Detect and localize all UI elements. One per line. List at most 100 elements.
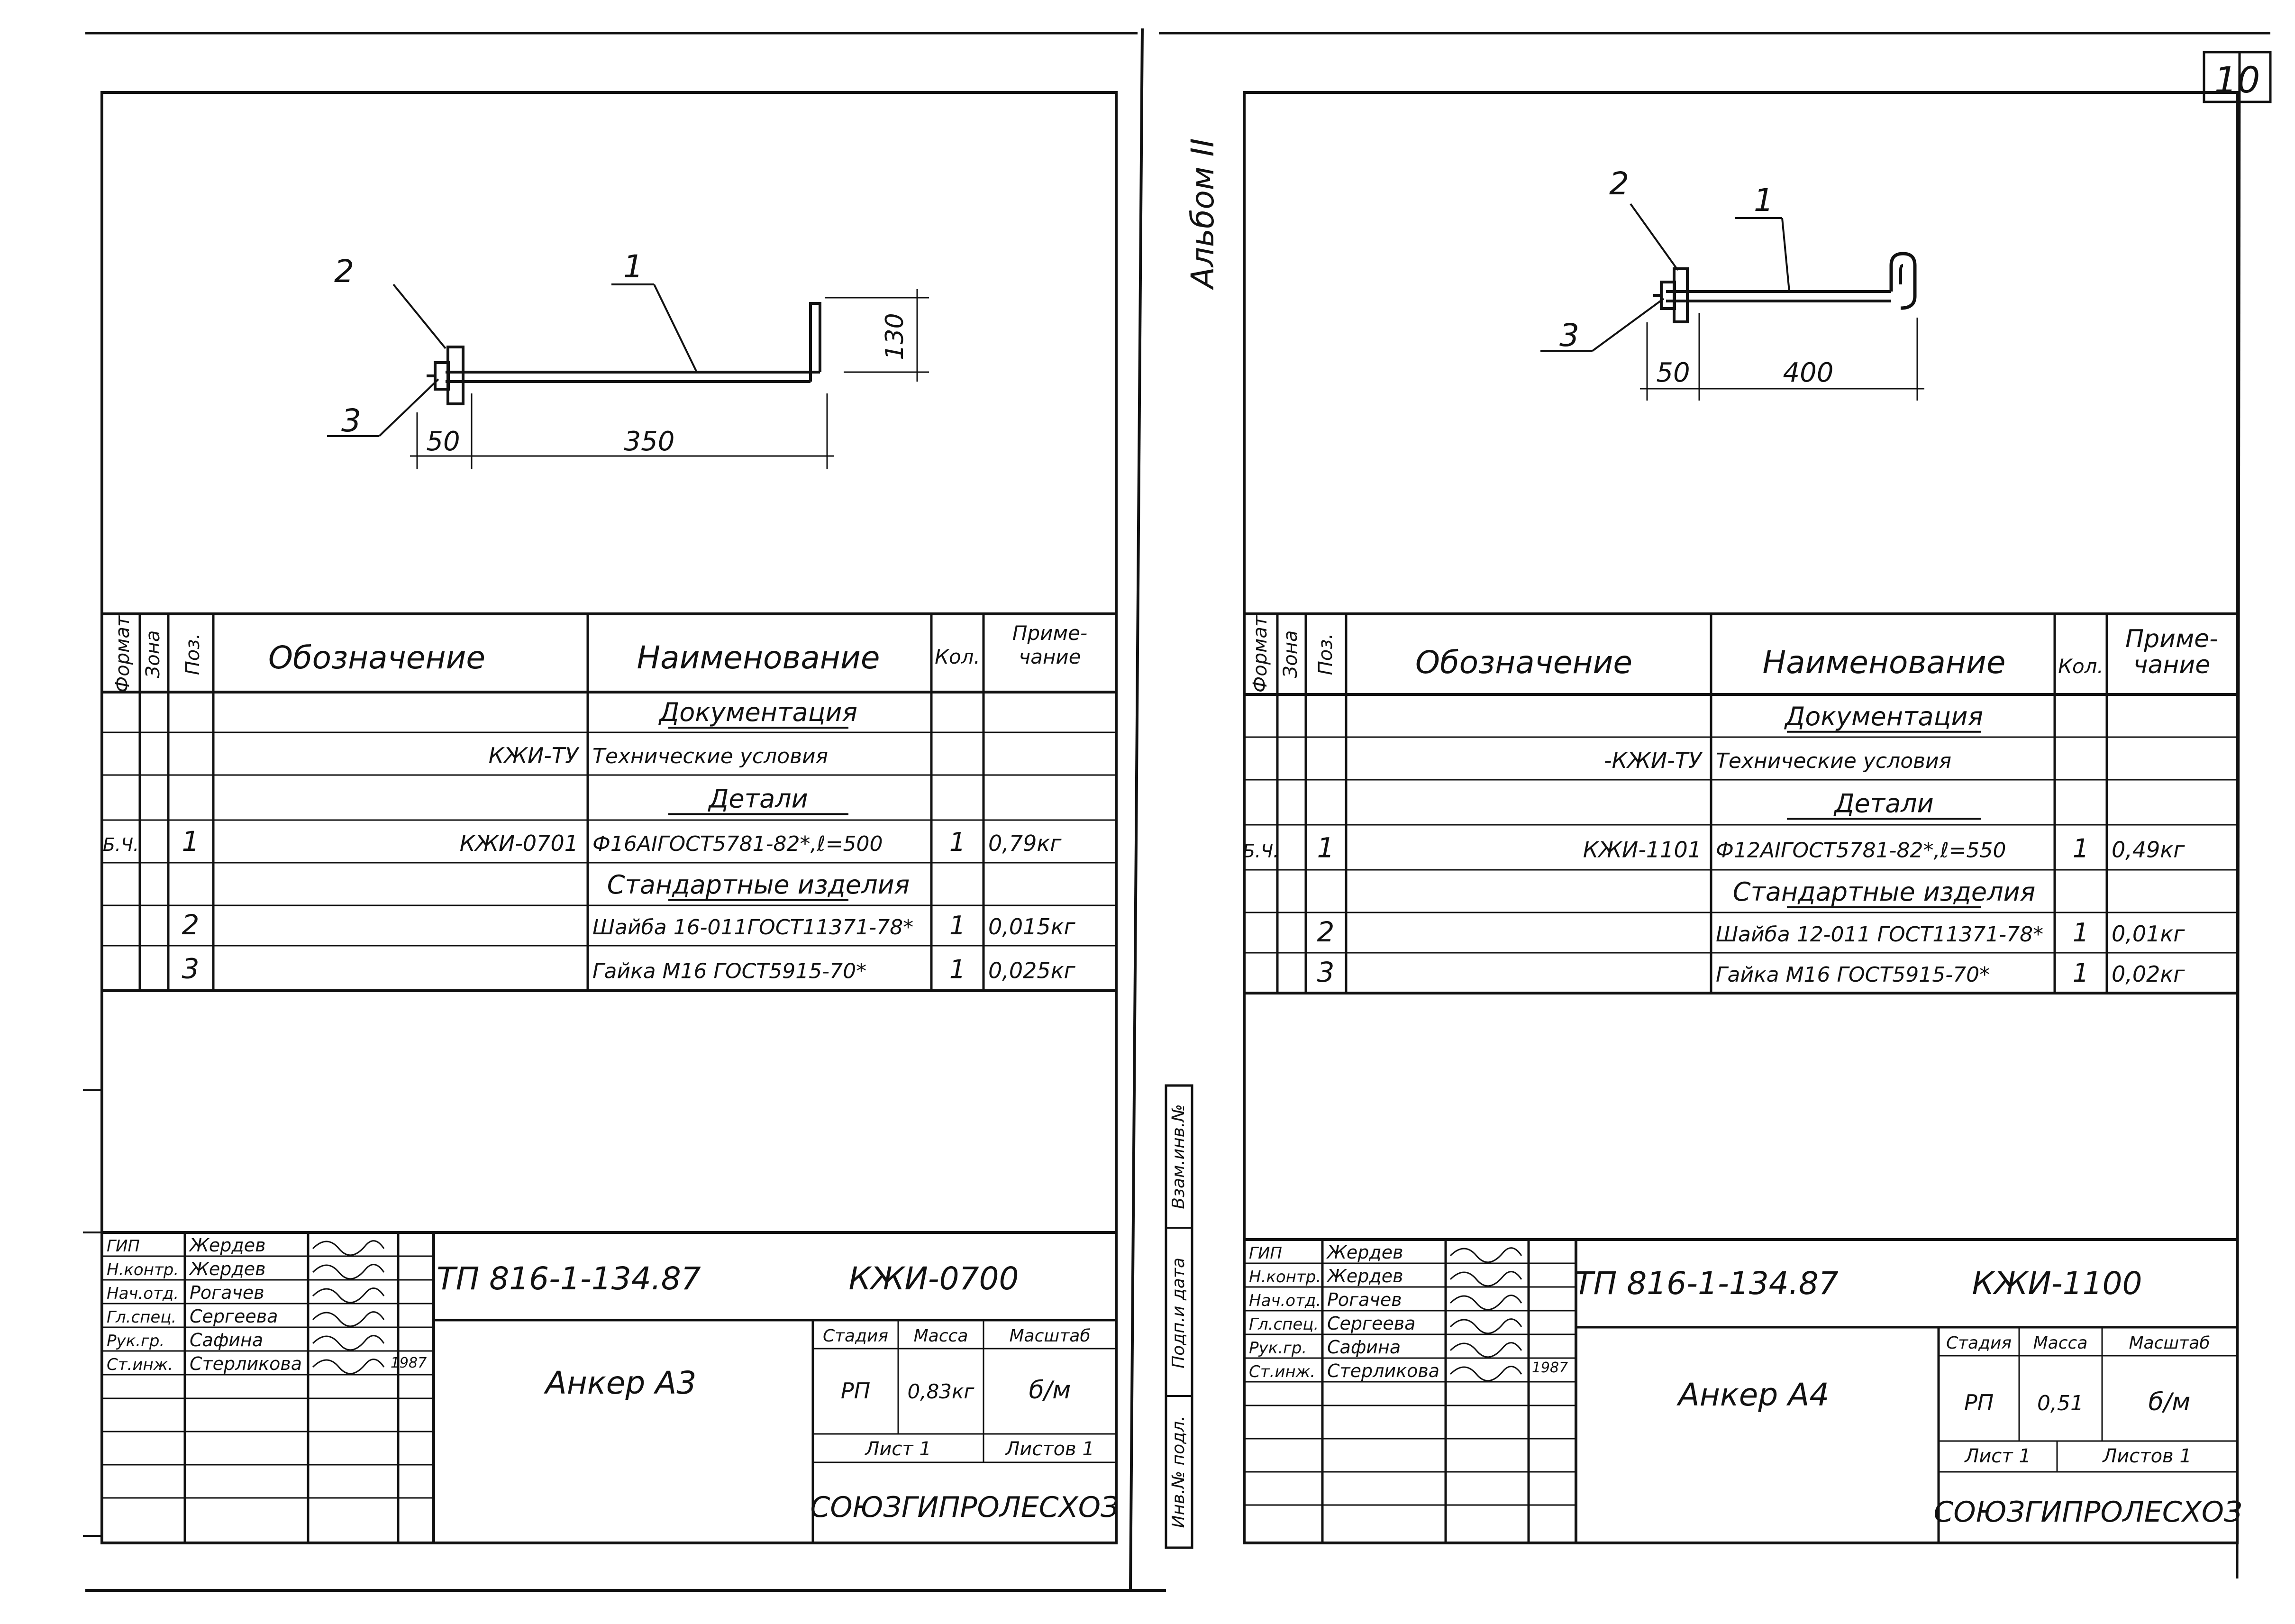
row-section-title: Документация (658, 697, 857, 727)
washer (1673, 267, 1689, 323)
mass-label: Масса (2033, 1333, 2088, 1353)
mass-value: 0,51 (2037, 1391, 2084, 1415)
signature-row: Гл.спец. Сергеева (1249, 1313, 1522, 1334)
row-position: 1 (182, 825, 200, 858)
sheet-left: 2 3 1 50 350 130 (100, 91, 1119, 1544)
specification-table: Формат Зона Поз. Обозначение Наименовани… (102, 612, 1116, 992)
signature-role: Ст.инж. (1249, 1362, 1315, 1381)
signature-name: Стерликова (190, 1353, 302, 1374)
anchor-hook (1889, 252, 1917, 310)
header-qty: Кол. (935, 645, 980, 668)
row-position: 3 (1317, 956, 1335, 988)
doc-code: КЖИ-1100 (1972, 1265, 2142, 1302)
signature-role: Н.контр. (107, 1260, 179, 1279)
dimension-length: 350 (624, 426, 675, 457)
row-designation: КЖИ-1101 (1583, 837, 1702, 862)
signature-row: Н.контр.Жердев (107, 1259, 385, 1280)
handwritten-signature (312, 1359, 385, 1375)
handwritten-signature (312, 1335, 385, 1351)
sheet-right: 2 3 1 50 400 Формат (1243, 91, 2242, 1544)
signature-row: Н.контр.Жердев (1249, 1266, 1522, 1287)
position-callout-1: 1 (623, 248, 643, 285)
signature-name: Сергеева (1327, 1313, 1415, 1334)
signature-row: Ст.инж. Стерликова (1249, 1360, 1522, 1382)
leader-line (378, 378, 439, 437)
row-note: 0,49кг (2112, 837, 2185, 862)
sheet-label: Лист 1 (1964, 1445, 2031, 1467)
header-name: Наименование (637, 639, 880, 676)
signature-row: Рук.гр.Сафина (1249, 1337, 1522, 1358)
header-format: Формат (112, 615, 134, 693)
anchor-hook (809, 302, 821, 382)
page-fold-line (1129, 28, 1144, 1591)
row-note: 0,015кг (988, 914, 1075, 940)
signature-row: Гл.спец.Сергеева (107, 1306, 385, 1327)
signature-role: ГИП (1249, 1244, 1282, 1263)
row-name: Шайба 16-011ГОСТ11371-78* (592, 915, 913, 940)
position-callout-3: 3 (341, 402, 361, 439)
row-name: Ф12АIГОСТ5781-82*,ℓ=550 (1716, 838, 2006, 862)
signature-row: Нач.отд.Рогачев (1249, 1289, 1522, 1311)
mass-label: Масса (914, 1326, 968, 1346)
stage-value: РП (841, 1378, 870, 1404)
anchor-hook (1899, 264, 1903, 284)
signature-name: Рогачев (190, 1282, 264, 1303)
header-zone: Зона (142, 630, 164, 678)
signature-role: Нач.отд. (1249, 1291, 1321, 1310)
sheets-label: Листов 1 (1004, 1438, 1094, 1460)
table-row: Детали (1787, 788, 1981, 820)
row-section-title: Документация (1784, 702, 1983, 731)
signature-name: Стерликова (1327, 1360, 1439, 1381)
signature-role: Нач.отд. (107, 1284, 179, 1303)
doc-number: ТП 816-1-134.87 (1574, 1265, 1838, 1302)
leader-line (1592, 298, 1665, 352)
header-format: Формат (1249, 615, 1271, 693)
side-stamp-vzam: Взам.инв.№ (1169, 1104, 1188, 1209)
signature-role: ГИП (107, 1237, 140, 1256)
row-name: Технические условия (1716, 749, 1951, 773)
row-quantity: 1 (949, 827, 965, 857)
leader-line (1630, 203, 1679, 271)
header-note-2: чание (2133, 651, 2210, 679)
anchor-drawing: 2 3 1 50 350 130 (327, 248, 929, 469)
row-note: 0,02кг (2112, 961, 2185, 987)
position-callout-2: 2 (334, 253, 354, 290)
table-row: Стандартные изделия (1733, 877, 2036, 908)
row-quantity: 1 (949, 911, 965, 940)
position-callout-2: 2 (1609, 165, 1629, 202)
side-stamp-inv: Инв.№ подл. (1169, 1416, 1188, 1528)
row-position: 2 (1317, 916, 1335, 948)
row-quantity: 1 (2073, 918, 2089, 948)
row-position: 2 (182, 909, 200, 941)
signature-name: Сафина (190, 1330, 263, 1350)
sheet-label: Лист 1 (864, 1438, 931, 1460)
title-block (1244, 1238, 2237, 1543)
row-section-title: Стандартные изделия (607, 870, 910, 900)
leader-line (1781, 218, 1790, 292)
row-format: Б.Ч. (103, 834, 139, 855)
scale-value: б/м (1029, 1376, 1071, 1405)
signature-role: Гл.спец. (1249, 1315, 1319, 1334)
dimension-washer: 50 (426, 426, 460, 457)
specification-table: Формат Зона Поз. Обозначение Наименовани… (1244, 612, 2237, 994)
drawing-title: Анкер А4 (1676, 1377, 1830, 1413)
handwritten-signature (1449, 1247, 1522, 1263)
handwritten-signature (1449, 1318, 1522, 1334)
side-stamp: Взам.инв.№ Подп.и дата Инв.№ подл. (1165, 1084, 1193, 1549)
row-name: Технические условия (592, 744, 828, 768)
signature-name: Жердев (1326, 1266, 1403, 1286)
signature-role: Рук.гр. (107, 1332, 164, 1350)
handwritten-signature (312, 1311, 385, 1327)
row-section-title: Стандартные изделия (1733, 877, 2036, 907)
header-designation: Обозначение (1415, 644, 1632, 681)
row-quantity: 1 (2073, 833, 2089, 863)
handwritten-signature (1449, 1342, 1522, 1358)
